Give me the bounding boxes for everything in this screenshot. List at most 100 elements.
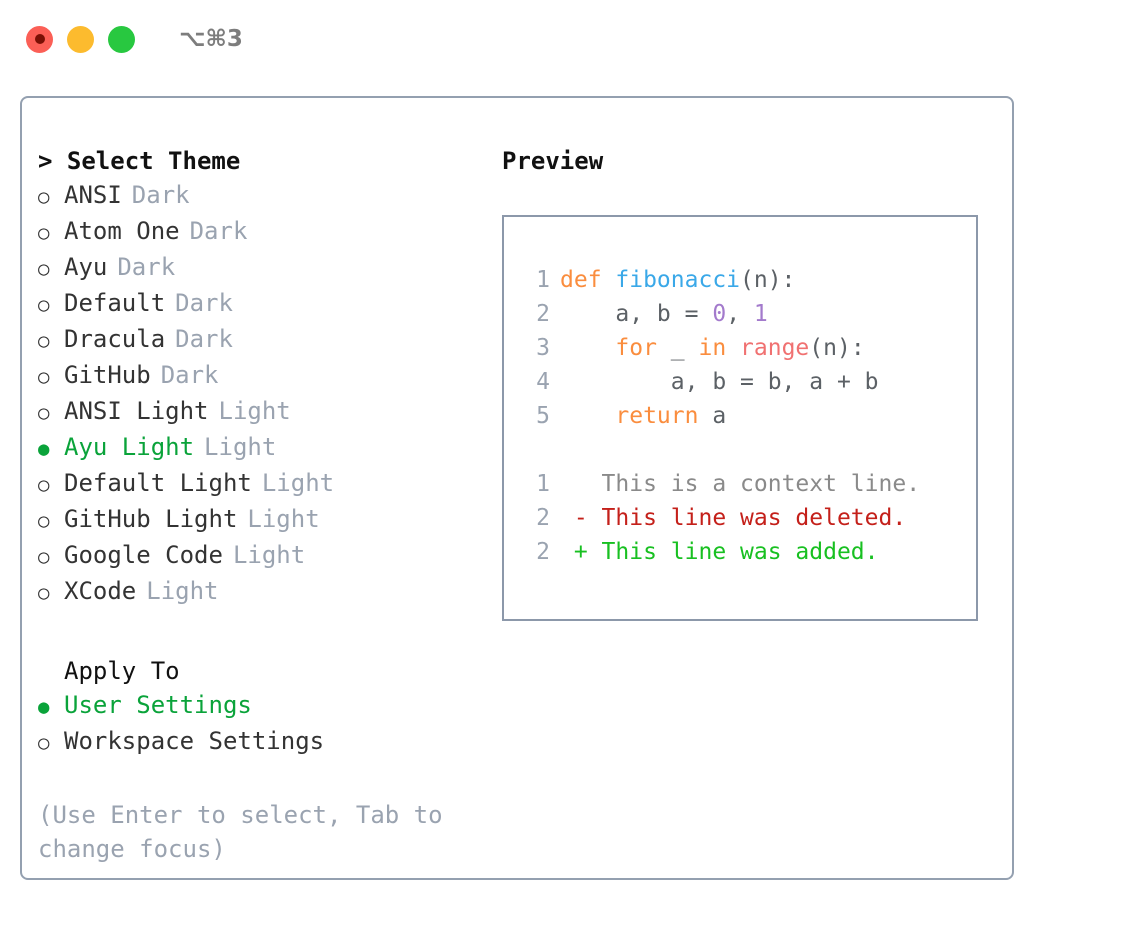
radio-selected-icon: ● bbox=[38, 696, 50, 718]
radio-unselected-icon: ○ bbox=[38, 294, 50, 316]
theme-list-item[interactable]: ○ GitHub Dark bbox=[38, 358, 478, 394]
code-token: range bbox=[740, 335, 810, 361]
theme-variant-tag: Dark bbox=[131, 181, 190, 209]
code-token: 0 bbox=[712, 301, 727, 327]
radio-unselected-icon: ○ bbox=[38, 222, 50, 244]
select-theme-header: > Select Theme bbox=[38, 147, 241, 175]
theme-name-label: Default Light bbox=[64, 469, 252, 497]
theme-name-label: GitHub Light bbox=[64, 505, 238, 533]
minimize-button-icon[interactable] bbox=[67, 25, 94, 53]
code-token: a bbox=[698, 403, 727, 429]
line-number: 1 bbox=[536, 471, 550, 497]
code-token bbox=[560, 335, 615, 361]
theme-variant-tag: Light bbox=[146, 577, 219, 605]
keyboard-shortcut-label: ⌥⌘3 bbox=[179, 26, 243, 52]
diff-text: This line was added. bbox=[587, 539, 879, 565]
theme-name-label: Ayu Light bbox=[64, 433, 195, 461]
theme-variant-tag: Light bbox=[204, 433, 277, 461]
diff-marker: + bbox=[560, 539, 588, 565]
line-number: 2 bbox=[536, 505, 550, 531]
theme-variant-tag: Light bbox=[218, 397, 291, 425]
theme-list-item[interactable]: ○ ANSI Dark bbox=[38, 178, 478, 214]
diff-marker: - bbox=[560, 505, 588, 531]
radio-unselected-icon: ○ bbox=[38, 546, 50, 568]
theme-name-label: ANSI Light bbox=[64, 397, 209, 425]
code-line: 3 for _ in range(n): bbox=[522, 331, 976, 365]
code-token: def bbox=[560, 267, 616, 293]
line-number: 1 bbox=[536, 267, 550, 293]
theme-name-label: GitHub bbox=[64, 361, 151, 389]
code-token: return bbox=[615, 403, 699, 429]
radio-unselected-icon: ○ bbox=[38, 258, 50, 280]
theme-list-item[interactable]: ○ GitHub Light Light bbox=[38, 502, 478, 538]
diff-sample: 1 This is a context line.2 - This line w… bbox=[522, 467, 976, 569]
line-number: 5 bbox=[536, 403, 550, 429]
code-token: (n): bbox=[809, 335, 865, 361]
theme-variant-tag: Dark bbox=[175, 325, 233, 353]
radio-unselected-icon: ○ bbox=[38, 186, 50, 208]
theme-variant-tag: Light bbox=[232, 541, 306, 569]
theme-list-item[interactable]: ○ ANSI Light Light bbox=[38, 394, 478, 430]
code-token: for bbox=[615, 335, 657, 361]
line-number: 2 bbox=[536, 301, 550, 327]
theme-variant-tag: Dark bbox=[160, 361, 219, 389]
apply-to-header: Apply To bbox=[64, 657, 180, 685]
keyboard-hint-text: (Use Enter to select, Tab to change focu… bbox=[38, 801, 443, 863]
diff-text: This is a context line. bbox=[587, 471, 921, 497]
theme-name-label: Google Code bbox=[64, 541, 223, 569]
traffic-lights bbox=[26, 25, 135, 53]
diff-line: 2 + This line was added. bbox=[522, 535, 976, 569]
code-token: fibonacci bbox=[615, 267, 741, 293]
radio-unselected-icon: ○ bbox=[38, 402, 50, 424]
theme-name-label: Dracula bbox=[64, 325, 166, 353]
title-bar: ⌥⌘3 bbox=[0, 0, 1140, 78]
zoom-button-icon[interactable] bbox=[108, 25, 135, 53]
theme-variant-tag: Dark bbox=[117, 253, 176, 281]
theme-list-item[interactable]: ○ Google Code Light bbox=[38, 538, 478, 574]
apply-to-item[interactable]: ●User Settings bbox=[38, 688, 478, 724]
theme-variant-tag: Light bbox=[247, 505, 320, 533]
code-token: , bbox=[726, 301, 754, 327]
line-number: 3 bbox=[536, 335, 550, 361]
code-token: a, b = bbox=[560, 301, 713, 327]
record-dot-icon bbox=[34, 34, 45, 44]
code-token: 1 bbox=[753, 301, 768, 327]
diff-text: This line was deleted. bbox=[587, 505, 907, 531]
theme-list-item[interactable]: ○ Ayu Dark bbox=[38, 250, 478, 286]
code-line: 5 return a bbox=[522, 399, 976, 433]
preview-title: Preview bbox=[502, 147, 604, 175]
radio-unselected-icon: ○ bbox=[38, 732, 50, 754]
apply-to-label: Workspace Settings bbox=[64, 727, 325, 755]
line-number: 4 bbox=[536, 369, 550, 395]
code-token: _ bbox=[656, 335, 699, 361]
section-spacer bbox=[38, 610, 478, 654]
diff-line: 2 - This line was deleted. bbox=[522, 501, 976, 535]
apply-to-list[interactable]: ●User Settings ○ Workspace Settings bbox=[38, 688, 478, 760]
radio-unselected-icon: ○ bbox=[38, 366, 50, 388]
apply-to-item[interactable]: ○ Workspace Settings bbox=[38, 724, 478, 760]
theme-name-label: XCode bbox=[64, 577, 137, 605]
diff-line: 1 This is a context line. bbox=[522, 467, 976, 501]
code-line: 2 a, b = 0, 1 bbox=[522, 297, 976, 331]
code-diff-spacer bbox=[522, 433, 976, 467]
code-line: 4 a, b = b, a + b bbox=[522, 365, 976, 399]
theme-name-label: Ayu bbox=[64, 253, 108, 281]
radio-unselected-icon: ○ bbox=[38, 510, 50, 532]
diff-marker bbox=[560, 471, 588, 497]
close-button-icon[interactable] bbox=[26, 25, 53, 53]
theme-variant-tag: Light bbox=[261, 469, 335, 497]
theme-name-label: ANSI bbox=[64, 181, 122, 209]
